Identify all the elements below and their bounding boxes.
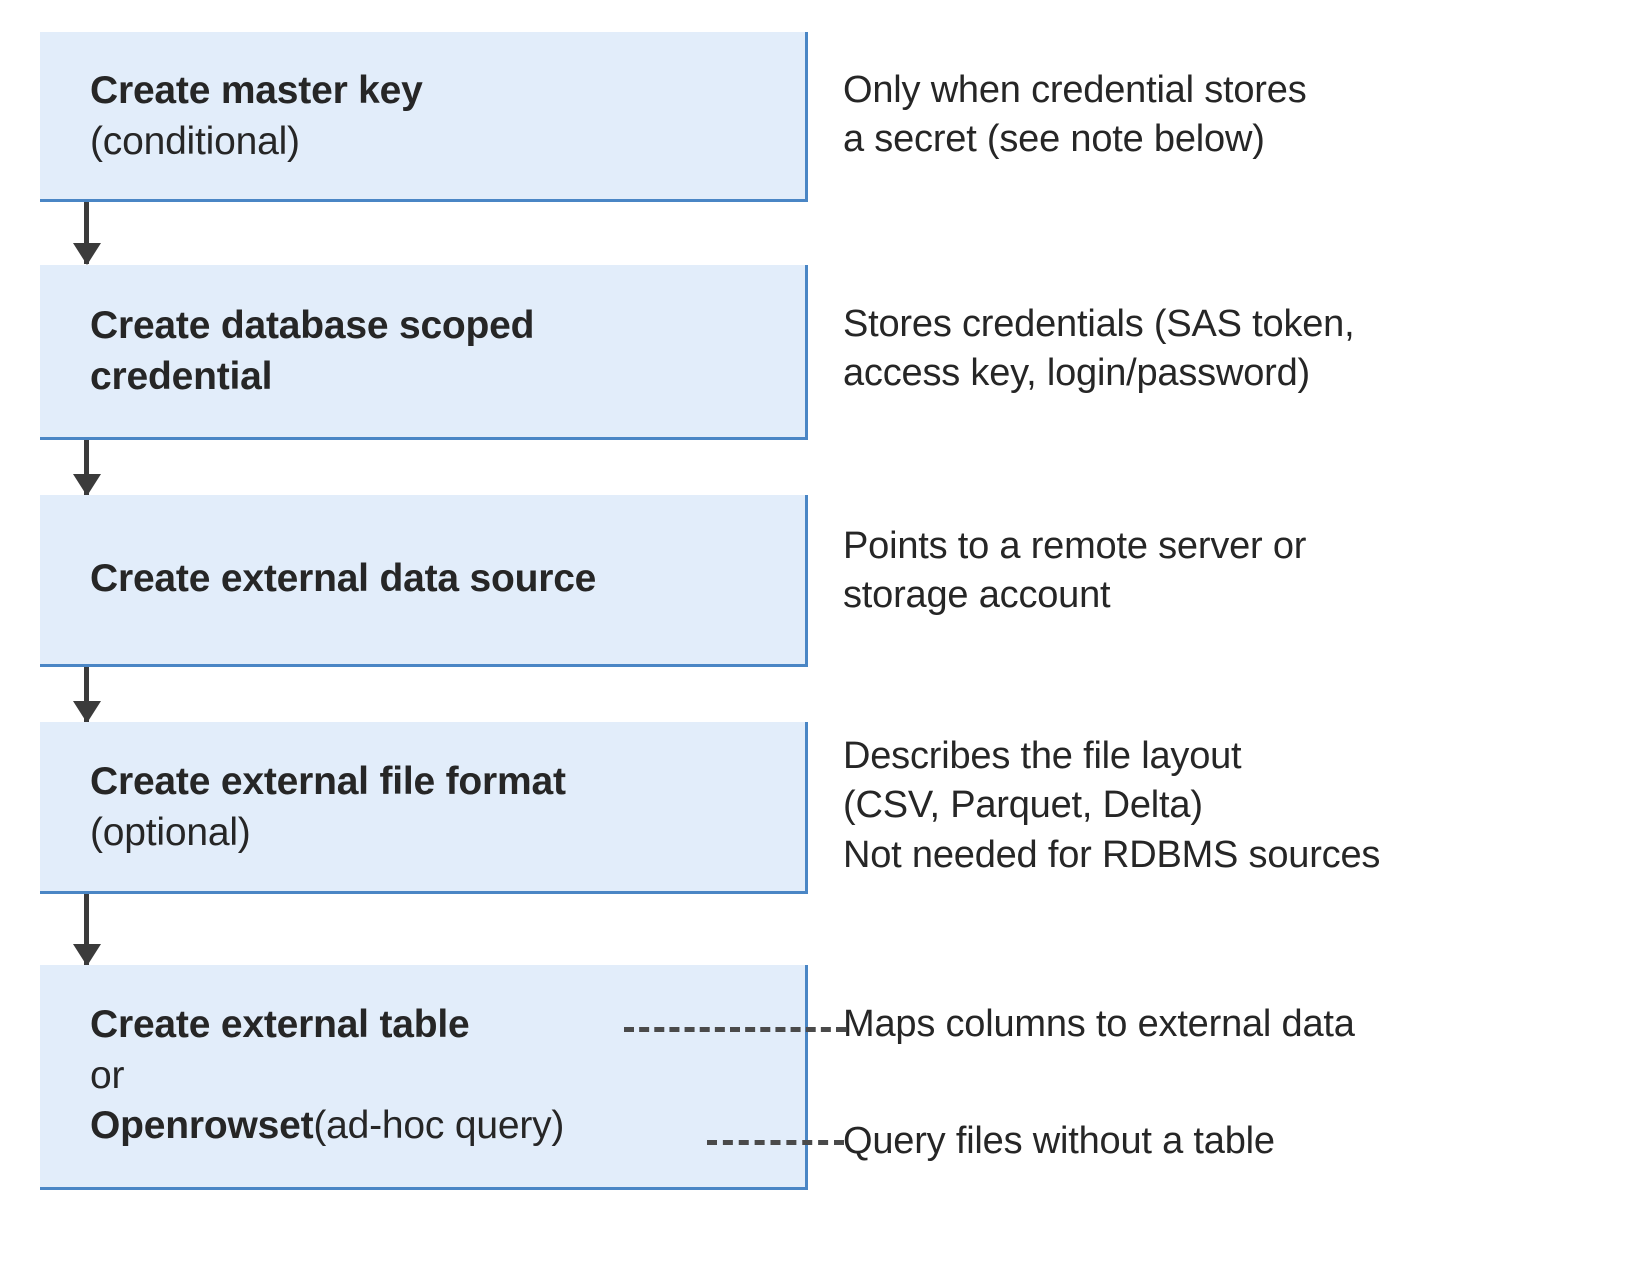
step-box-text: Create database scoped credential <box>40 299 805 402</box>
step-title: Create external data source <box>90 557 597 601</box>
dashed-connector-openrowset <box>707 1140 844 1145</box>
step-note-openrowset: Query files without a table <box>843 1120 1275 1162</box>
step-box-text: Create external file format (optional) <box>40 755 805 858</box>
step-title: Create master key <box>90 68 423 112</box>
step-alt-suffix: (ad-hoc query) <box>313 1104 565 1148</box>
note-line: storage account <box>843 574 1111 617</box>
note-line: (CSV, Parquet, Delta) <box>843 784 1203 827</box>
step-separator: or <box>90 1053 125 1097</box>
step-alt-row: Openrowset (ad-hoc query) <box>90 1101 805 1152</box>
step-box-text: Create master key (conditional) <box>40 64 805 167</box>
step-subtitle: (conditional) <box>90 119 300 163</box>
flow-arrow-2 <box>73 440 101 496</box>
step-note-external-table: Maps columns to external data <box>843 1003 1355 1045</box>
step-box-create-database-scoped-credential[interactable]: Create database scoped credential <box>40 265 808 440</box>
step-title-line-2: credential <box>90 355 273 398</box>
step-note-create-database-scoped-credential: Stores credentials (SAS token, access ke… <box>843 300 1355 399</box>
flow-arrow-4 <box>73 894 101 966</box>
step-note-create-external-file-format: Describes the file layout (CSV, Parquet,… <box>843 732 1380 880</box>
note-line: Describes the file layout <box>843 735 1242 777</box>
flow-arrow-3 <box>73 667 101 723</box>
note-line: Stores credentials (SAS token, <box>843 303 1355 345</box>
flow-arrow-1 <box>73 202 101 265</box>
step-box-create-external-data-source[interactable]: Create external data source <box>40 495 808 667</box>
dashed-connector-external-table <box>624 1027 846 1032</box>
step-box-create-master-key[interactable]: Create master key (conditional) <box>40 32 808 202</box>
note-line: access key, login/password) <box>843 352 1310 395</box>
step-title: Create external table <box>90 1002 470 1046</box>
step-subtitle: (optional) <box>90 810 251 854</box>
step-alt-title: Openrowset <box>90 1104 314 1148</box>
note-line: Only when credential stores <box>843 69 1307 111</box>
note-line: Points to a remote server or <box>843 525 1307 567</box>
step-box-text: Create external table or Openrowset (ad-… <box>40 1000 805 1152</box>
step-note-create-external-data-source: Points to a remote server or storage acc… <box>843 522 1306 621</box>
step-title: Create external file format <box>90 759 566 803</box>
step-note-create-master-key: Only when credential stores a secret (se… <box>843 66 1307 165</box>
step-box-create-external-file-format[interactable]: Create external file format (optional) <box>40 722 808 894</box>
step-box-create-external-table-or-openrowset[interactable]: Create external table or Openrowset (ad-… <box>40 965 808 1190</box>
step-title-line-1: Create database scoped <box>90 304 535 348</box>
note-line: Not needed for RDBMS sources <box>843 833 1381 876</box>
step-box-text: Create external data source <box>40 554 805 605</box>
note-line: a secret (see note below) <box>843 118 1265 161</box>
